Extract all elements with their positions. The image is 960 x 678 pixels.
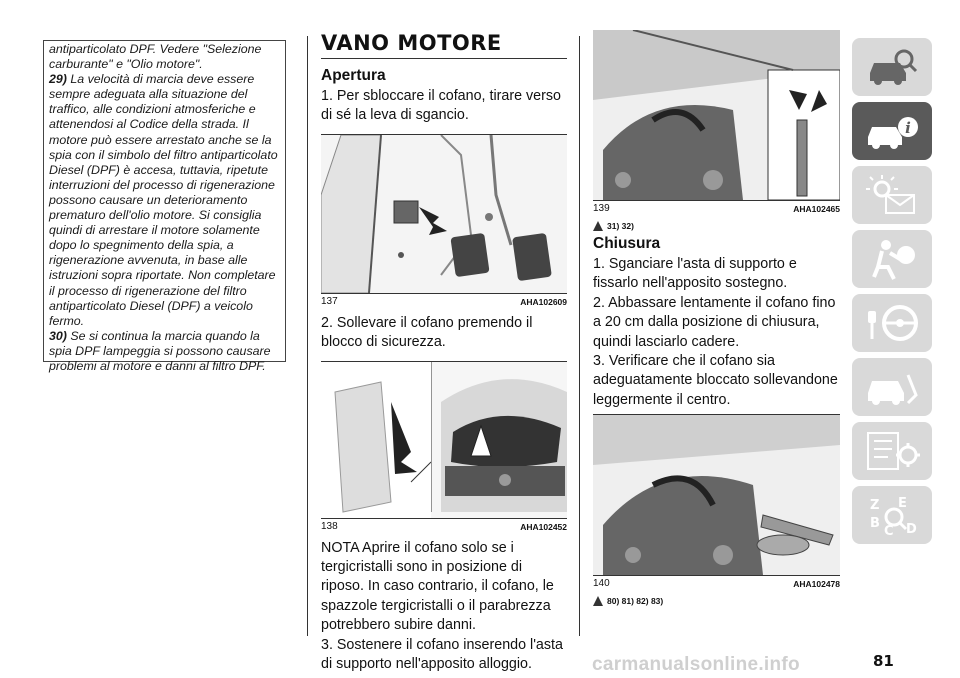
figure-140-refs-text: 80) 81) 82) 83): [607, 596, 664, 607]
hood-safety-catch-illustration: [321, 361, 567, 518]
figure-139-image: [593, 30, 840, 201]
chapter-tab-safety[interactable]: [852, 230, 932, 288]
warning-triangle-icon: [593, 221, 603, 231]
svg-text:i: i: [905, 119, 911, 137]
note-29-label: 29): [49, 72, 67, 87]
svg-text:B: B: [870, 516, 880, 531]
svg-text:E: E: [898, 496, 907, 511]
index-az-icon: Z E B C D: [870, 496, 917, 537]
note-intro: antiparticolato DPF. Vedere "Selezione c…: [49, 42, 262, 72]
figure-137-caption: 137 AHA102609: [321, 296, 567, 308]
figure-139-code: AHA102465: [793, 204, 840, 214]
note-29: 29) La velocità di marcia deve essere se…: [49, 72, 281, 329]
figure-138-caption: 138 AHA102452: [321, 521, 567, 533]
note-29-text: La velocità di marcia deve essere sempre…: [49, 72, 278, 328]
figure-138-number: 138: [321, 520, 338, 532]
figure-140-number: 140: [593, 578, 610, 590]
figure-140-image: [593, 414, 840, 577]
maintenance-checklist-icon: [867, 432, 920, 470]
chiusura-step1: 1. Sganciare l'asta di supporto e fissar…: [593, 256, 797, 292]
figure-140-refs: 80) 81) 82) 83): [593, 596, 840, 607]
page-number: 81: [873, 652, 894, 670]
figure-137-number: 137: [321, 295, 338, 307]
figure-138-code: AHA102452: [520, 521, 567, 532]
car-info-icon: i: [868, 117, 918, 149]
chapter-tab-index[interactable]: Z E B C D: [852, 486, 932, 544]
column-divider-left: [307, 36, 308, 636]
svg-text:Z: Z: [870, 498, 879, 513]
note-30: 30) Se si continua la marcia quando la s…: [49, 329, 281, 374]
chapter-tab-emergency[interactable]: [852, 358, 932, 416]
safety-airbag-icon: [872, 240, 915, 280]
watermark: carmanualsonline.info: [592, 654, 800, 675]
steering-key-icon: [868, 305, 918, 341]
chiusura-step3: 3. Verificare che il cofano sia adeguata…: [593, 353, 838, 408]
title-rule: [321, 58, 567, 59]
notes-box: antiparticolato DPF. Vedere "Selezione c…: [43, 40, 286, 373]
engine-bay-column: VANO MOTORE Apertura 1. Per sbloccare il…: [321, 30, 567, 674]
figure-137-image: [321, 133, 567, 294]
apertura-nota: NOTA Aprire il cofano solo se i tergicri…: [321, 539, 554, 634]
note-30-label: 30): [49, 328, 67, 343]
hood-closing-illustration: [593, 415, 840, 576]
figure-140-code: AHA102478: [793, 579, 840, 590]
figure-137-code: AHA102609: [520, 296, 567, 307]
chapter-tab-starting-driving[interactable]: [852, 294, 932, 352]
chiusura-heading: Chiusura: [593, 235, 661, 252]
figure-140-caption: 140 AHA102478: [593, 578, 840, 590]
hood-support-rod-illustration: [593, 30, 840, 200]
chapter-tab-maintenance[interactable]: [852, 422, 932, 480]
figure-139-refs-text: 31) 32): [607, 221, 634, 231]
chapter-tab-warning-lights[interactable]: [852, 166, 932, 224]
figure-139-number: 139: [593, 203, 610, 214]
chapter-sidebar: i: [852, 38, 932, 550]
warning-lights-icon: [866, 175, 915, 214]
apertura-heading: Apertura: [321, 67, 386, 84]
apertura-step3: 3. Sostenere il cofano inserendo l'asta …: [321, 636, 563, 673]
apertura-step2: 2. Sollevare il cofano premendo il blocc…: [321, 314, 533, 351]
car-search-icon: [870, 49, 918, 85]
column-divider-right: [579, 36, 580, 636]
chapter-tab-knowing-car[interactable]: [852, 38, 932, 96]
chiusura-step2: 2. Abbassare lentamente il cofano fino a…: [593, 294, 836, 350]
svg-text:C: C: [884, 524, 894, 537]
figure-139-refs: 31) 32): [593, 221, 840, 231]
svg-text:D: D: [906, 522, 917, 537]
section-title: VANO MOTORE: [321, 31, 502, 55]
note-30-text: Se si continua la marcia quando la spia …: [49, 328, 271, 373]
chapter-tab-technical-data[interactable]: i: [852, 102, 932, 160]
apertura-step1: 1. Per sbloccare il cofano, tirare verso…: [321, 88, 561, 124]
car-service-icon: [868, 374, 918, 405]
warning-triangle-icon: [593, 596, 603, 607]
hood-release-lever-illustration: [321, 134, 567, 293]
figure-138-image: [321, 360, 567, 519]
closing-column: 139 AHA102465 31) 32) Chiusura 1. Sganci…: [593, 30, 840, 610]
figure-139-caption: 139 AHA102465: [593, 203, 840, 215]
